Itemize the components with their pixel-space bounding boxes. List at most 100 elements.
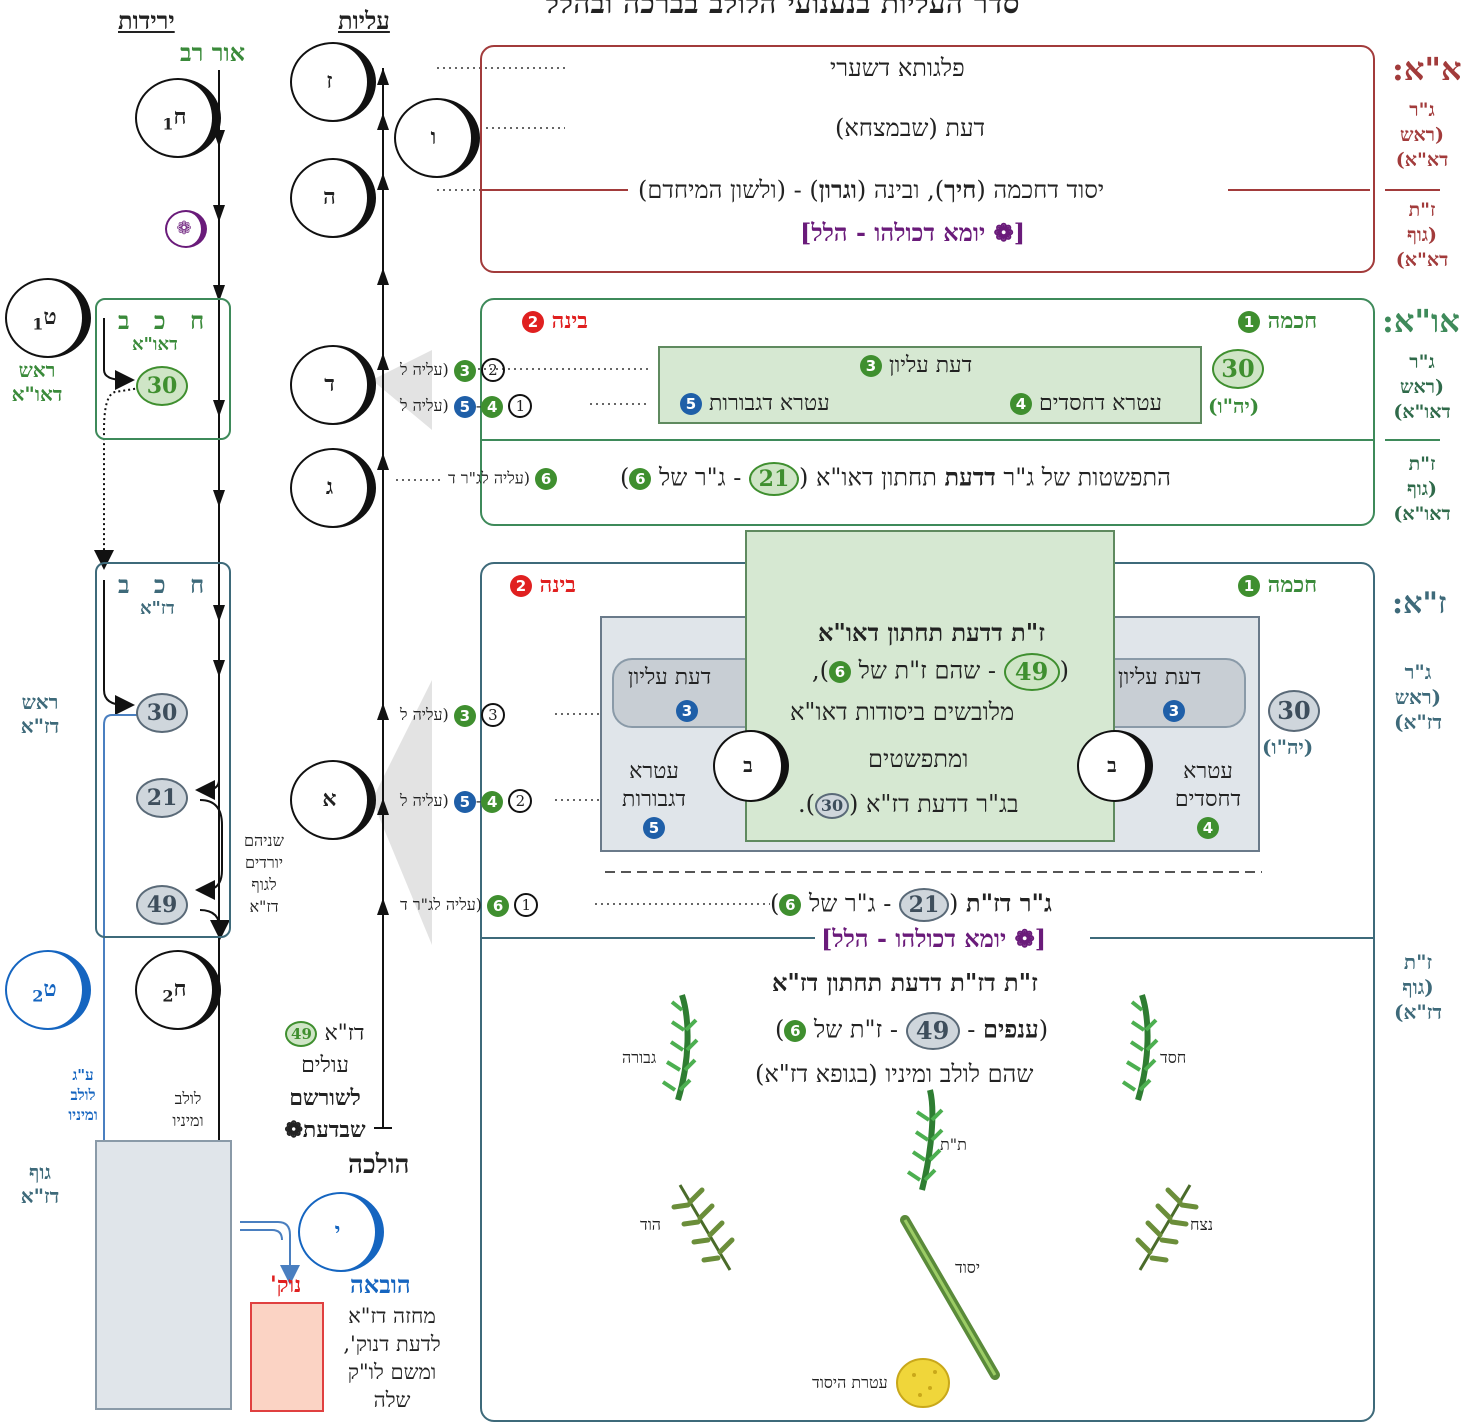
za-daat-right-badge: 3 (1163, 700, 1185, 722)
aba-bina: בינה 2 (522, 308, 588, 334)
za-yhv: (יה"ו) (1262, 735, 1314, 759)
funnel-triangle-top (372, 350, 432, 430)
or-rav-label: אור רב (180, 38, 246, 67)
za-aliya-45: 2 4-5 (עליה ל (400, 789, 533, 813)
aba-aliya-3: 2 3 (עליה ל (400, 358, 505, 382)
za-gr-dzt: ג"ר דז"ת (21 - ג"ר של 6) (770, 888, 1052, 922)
za-center-1: ז"ת דדעת תחתון דאו"א (818, 618, 1045, 647)
aba-ateret-chasadim: עטרא דחסדים 4 (1010, 390, 1162, 416)
za-center-3: מלובשים ביסודות דאו"א (790, 698, 1015, 726)
moon-het1: ח1 (135, 78, 221, 158)
aa-heading: א"א: (1392, 50, 1462, 88)
holacha-label: הולכה (348, 1150, 410, 1180)
aba-aliya-6: 6 (עליה לג"ר ד (448, 468, 558, 490)
flower-icon: ❁ (165, 210, 207, 248)
aa-line2: דעת (שבמצחא) (835, 114, 986, 142)
aba-chochma: חכמה 1 (1238, 308, 1317, 334)
left-num-21: 21 (136, 778, 188, 818)
gevura-leaf (661, 994, 699, 1101)
nok-label: נוק' (270, 1272, 302, 1298)
left-box-daa (95, 298, 231, 440)
species-ateret-yesod: עטרת היסוד (812, 1373, 888, 1392)
species-tiferet: ת"ת (940, 1135, 967, 1154)
species-gevura: גבורה (622, 1048, 657, 1067)
left-num-49: 49 (136, 885, 188, 925)
moon-b-right: ב (1077, 730, 1153, 802)
za-center-4: ומתפשטים (868, 745, 969, 773)
aba-heading: או"א: (1382, 302, 1460, 340)
za-center-2: (49 - שהם ז"ת של 6), (812, 653, 1069, 691)
za-center-panel (745, 530, 1115, 842)
za-zt-title: ז"ת דז"ת דדעת תחתון דז"א (772, 968, 1038, 997)
moon-g: ג (290, 448, 376, 528)
aa-line1: פלגותא דשערי (830, 54, 965, 82)
aba-aliya-45: 1 4-5 (עליה ל (400, 394, 533, 418)
descents-header: ירידות (118, 6, 175, 35)
aba-inner-box (658, 346, 1202, 424)
za-anafim: (ענפים - 49 - ז"ת של 6) (775, 1012, 1048, 1050)
aa-box (480, 45, 1375, 273)
moon-b-left: ב (713, 730, 789, 802)
left-rising: דז"א 49 עולים לשורשם שבדעת❁ (284, 1021, 366, 1143)
aba-expansion: התפשטות של ג"ר דדעת תחתון דאו"א (21 - ג"… (620, 462, 1171, 496)
left-dza: דז"א (140, 598, 175, 619)
species-netzach: נצח (1190, 1215, 1214, 1234)
netzach-leaf (1135, 1184, 1199, 1271)
page-title: סדר העליות בנענועי הלולב בברכה ובהלל (545, 0, 1020, 21)
moon-d: ד (290, 345, 376, 425)
aa-hallel: [❁ יומא דכולהו - הלל] (800, 218, 1026, 247)
aba-num-30: 30 (1212, 349, 1264, 389)
left-num-30a: 30 (136, 366, 188, 406)
left-hcb-daa: ח כ ב (118, 306, 213, 335)
aa-line3: יסוד דחכמה (חיך), ובינה (וגרון) - (ולשון… (632, 175, 1111, 205)
moon-z: ז (290, 42, 376, 122)
left-num-30b: 30 (136, 693, 188, 733)
funnel-triangle-bottom (372, 680, 432, 945)
za-aliya-3: 3 3 (עליה ל (400, 703, 505, 727)
moon-tet2: ט2 (5, 950, 91, 1030)
za-chochma: חכמה 1 (1238, 572, 1317, 598)
za-daat-right: דעת עליון (1118, 665, 1202, 690)
moon-het2: ח2 (135, 950, 221, 1030)
left-box-dza (95, 562, 231, 938)
species-chesed: חסד (1160, 1048, 1187, 1067)
tiferet-leaf (906, 1089, 944, 1191)
aba-ateret-gevurot: עטרא דגבורות 5 (680, 390, 830, 416)
za-daat-left-badge: 3 (676, 700, 698, 722)
aba-daat-elyon: דעת עליון 3 (860, 352, 972, 378)
za-daat-left: דעת עליון (628, 665, 712, 690)
hovaa-label: הובאה (350, 1270, 411, 1299)
za-bina: בינה 2 (510, 572, 576, 598)
za-heading: ז"א: (1392, 586, 1447, 621)
moon-v: ו (394, 98, 480, 178)
aba-yhv: (יה"ו) (1208, 394, 1260, 418)
moon-h: ה (290, 158, 376, 238)
moon-tet1: ט1 (5, 278, 91, 358)
za-num-30: 30 (1268, 690, 1320, 732)
za-aliya-6: 1 6 (עליה לג"ר ד (400, 893, 539, 917)
za-center-5: בג"ר דדעת דז"א (30). (798, 790, 1019, 819)
hod-leaf (671, 1184, 735, 1271)
species-yesod: יסוד (955, 1258, 981, 1277)
left-daa: דאו"א (132, 334, 178, 355)
za-hallel: [❁ יומא דכולהו - הלל] (815, 924, 1053, 954)
aba-box (480, 298, 1375, 526)
species-hod: הוד (640, 1215, 661, 1234)
ascents-header: עליות (338, 6, 390, 35)
chesed-leaf (1121, 994, 1159, 1101)
left-hcb-dza: ח כ ב (118, 570, 213, 599)
za-lulav-line: שהם לולב ומיניו (בגופא דז"א) (755, 1060, 1034, 1088)
